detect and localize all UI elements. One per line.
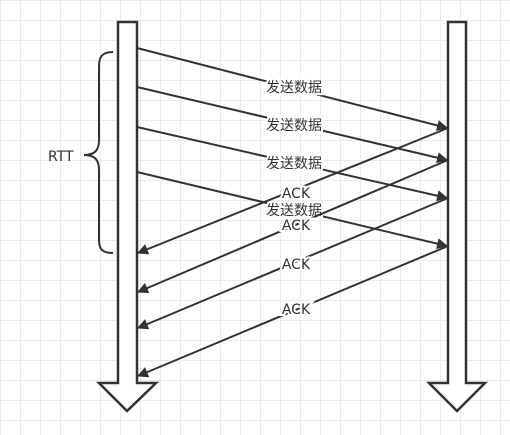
data-arrow-1: [136, 47, 449, 131]
data-arrow-2: [136, 86, 449, 164]
ack-arrow-2: [136, 159, 449, 294]
data-label-1: 发送数据: [266, 80, 322, 96]
rtt-label: RTT: [48, 149, 74, 165]
ack-arrow-4: [136, 245, 449, 378]
receiver-lifeline: [425, 20, 489, 413]
ack-label-4: ACK: [282, 302, 311, 318]
ack-label-1: ACK: [282, 186, 311, 202]
data-arrow-4: [136, 171, 449, 250]
data-label-2: 发送数据: [266, 118, 322, 134]
data-arrow-3: [136, 126, 449, 202]
ack-arrow-3: [136, 197, 449, 330]
rtt-brace: [83, 51, 114, 254]
sender-lifeline: [95, 20, 160, 413]
ack-messages: ACK ACK ACK ACK: [136, 127, 449, 378]
ack-label-2: ACK: [282, 218, 311, 234]
data-label-4: 发送数据: [266, 203, 322, 219]
ack-label-3: ACK: [282, 257, 311, 273]
ack-arrow-1: [136, 127, 449, 255]
data-label-3: 发送数据: [266, 156, 322, 172]
